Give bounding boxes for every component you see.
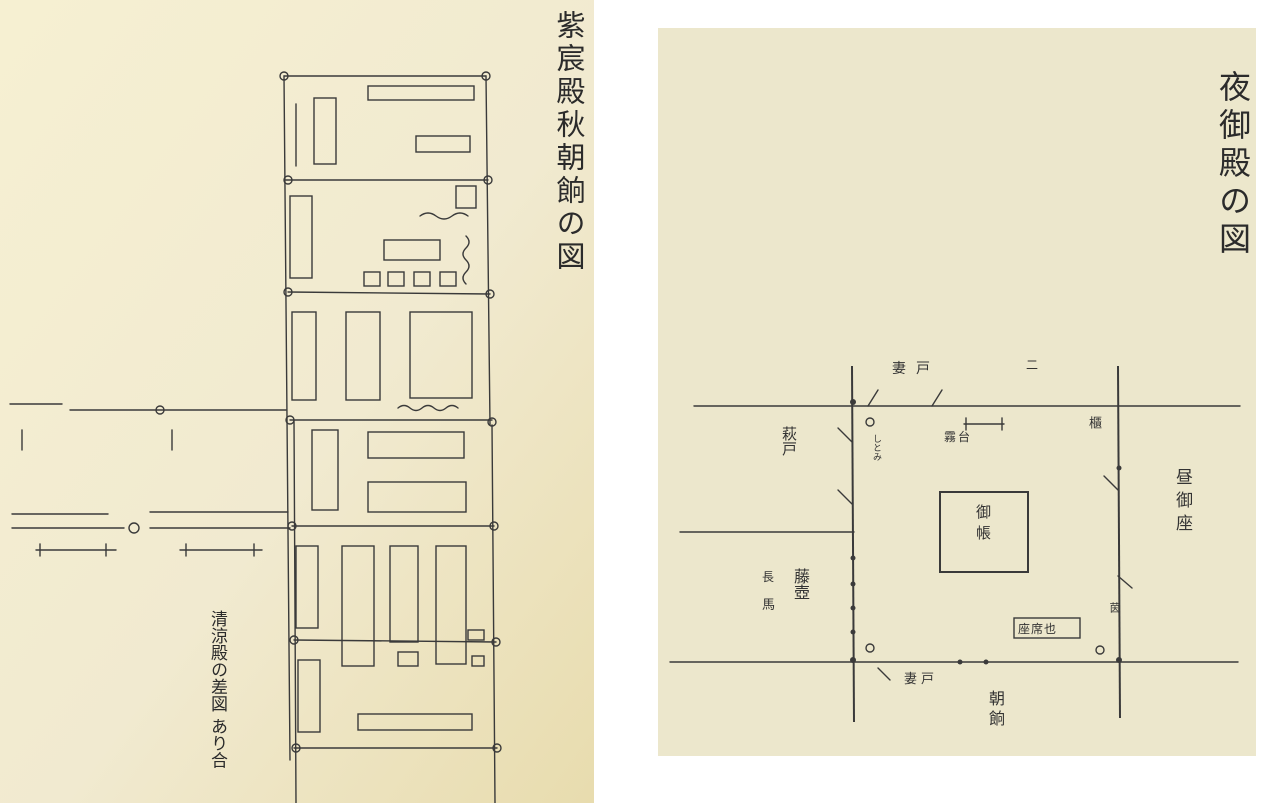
- label-fujitsubo: 藤壺: [791, 568, 810, 600]
- label-ni: 二: [1026, 358, 1039, 372]
- left-plan-title: 紫宸殿秋朝餉の図: [552, 10, 586, 274]
- label-uma: 馬: [762, 598, 776, 613]
- label-futon: 茵: [1108, 602, 1121, 613]
- right-plan-sheet: 夜御殿の図 二 妻戸 萩戸 霧台 櫃 昼御座 御帳 藤壺 馬 座席也 茵 妻戸 …: [658, 28, 1256, 756]
- label-top-door: 妻戸: [892, 361, 940, 377]
- label-mado: 櫃: [1086, 416, 1101, 429]
- label-hagi-door: 萩戸: [780, 426, 798, 456]
- label-hiru-goza: 昼御座: [1172, 468, 1192, 537]
- right-floor-plan-drawing: [669, 365, 1241, 723]
- label-shitomi: しとみ: [871, 434, 881, 461]
- label-mi-chou: 御帳: [974, 504, 992, 546]
- label-naga: 長: [762, 570, 775, 584]
- label-bottom-door: 妻戸: [904, 672, 939, 687]
- left-plan-caption: 清涼殿の差図 あり合: [207, 610, 227, 769]
- label-zabuton: 座席也: [1018, 622, 1058, 636]
- right-plan-title: 夜御殿の図: [1214, 70, 1252, 260]
- left-floor-plan-drawing: [9, 71, 502, 803]
- label-kiri: 霧台: [944, 430, 973, 444]
- left-plan-sheet: 紫宸殿秋朝餉の図 清涼殿の差図 あり合: [0, 0, 594, 803]
- label-asagarei: 朝餉: [986, 690, 1005, 730]
